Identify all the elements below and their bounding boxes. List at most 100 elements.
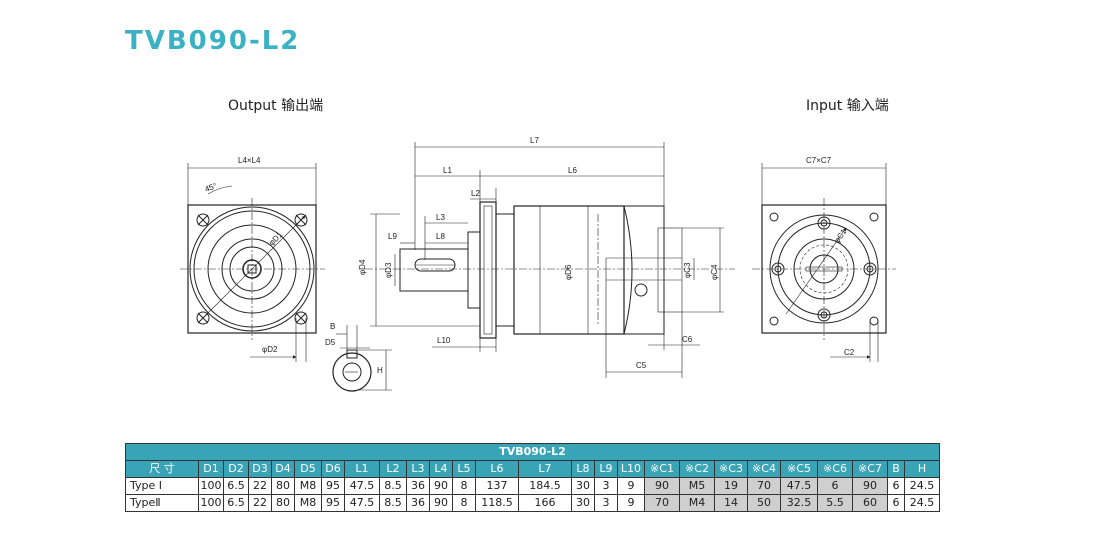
table-header-cell: L4 [429,460,453,478]
row-type-label: Type Ⅰ [125,477,199,495]
table-cell: 6 [817,477,853,495]
table-cell: 166 [518,494,572,512]
table-cell: 90 [852,477,888,495]
technical-drawing: L4×L4 45° φD1 φD2 B D5 H [180,136,896,392]
dim-l9: L9 [388,232,397,241]
input-end-view [752,163,896,362]
page-title: TVB090-L2 [125,26,301,56]
dim-d1: φD1 [267,230,285,248]
row-type-label: TypeⅡ [125,494,199,512]
table-header-cell: L5 [452,460,476,478]
dim-d3: φD3 [384,262,393,278]
table-header-cell: ※C1 [644,460,680,478]
table-cell: 3 [594,477,618,495]
table-cell: M5 [679,477,715,495]
table-cell: 118.5 [475,494,519,512]
dim-h: H [377,366,383,375]
dim-l2: L2 [471,189,480,198]
table-header-cell: ※C2 [679,460,715,478]
table-cell: 22 [248,477,272,495]
dim-d4: φD4 [358,259,367,275]
dim-l7: L7 [530,136,539,145]
table-cell: 30 [571,494,595,512]
dim-l1: L1 [443,166,452,175]
table-cell: 100 [198,494,224,512]
table-cell: 32.5 [780,494,818,512]
dim-c7xc7: C7×C7 [806,156,832,165]
dim-d5: D5 [325,338,336,347]
table-header-cell: L10 [617,460,645,478]
table-caption: TVB090-L2 [125,443,940,461]
dim-c6: C6 [682,335,693,344]
table-cell: 8.5 [379,494,407,512]
table-header-cell: L6 [475,460,519,478]
table-cell: 14 [714,494,748,512]
dim-l6: L6 [568,166,577,175]
table-cell: 24.5 [904,494,940,512]
table-cell: 184.5 [518,477,572,495]
input-view-label: Input 输入端 [806,98,889,114]
table-cell: 90 [429,494,453,512]
table-cell: 9 [617,494,645,512]
dim-l8: L8 [436,232,445,241]
table-header-cell: L1 [344,460,380,478]
dim-l10: L10 [437,336,451,345]
table-header-cell: D3 [248,460,272,478]
table-cell: 50 [747,494,781,512]
table-cell: 22 [248,494,272,512]
table-cell: 6 [887,494,905,512]
table-header-cell: ※C3 [714,460,748,478]
output-end-view [180,163,325,362]
table-cell: 8 [452,477,476,495]
dim-d6: φD6 [564,264,573,280]
table-cell: 95 [321,494,345,512]
dim-b: B [330,322,335,331]
table-cell: 90 [644,477,680,495]
table-header-cell: B [887,460,905,478]
table-cell: 100 [198,477,224,495]
table-cell: 8.5 [379,477,407,495]
shaft-key-detail [332,325,392,392]
table-cell: 5.5 [817,494,853,512]
table-cell: 47.5 [344,477,380,495]
table-cell: 70 [747,477,781,495]
table-header-cell: H [904,460,940,478]
dim-d2: φD2 [262,345,278,354]
table-cell: 36 [406,477,430,495]
table-cell: 36 [406,494,430,512]
table-header-cell: D4 [271,460,295,478]
table-cell: M8 [294,477,322,495]
table-header-cell: L3 [406,460,430,478]
table-header-cell: ※C6 [817,460,853,478]
table-header-cell: ※C5 [780,460,818,478]
table-header-cell: L8 [571,460,595,478]
dim-c5: C5 [636,361,647,370]
table-header-cell: D5 [294,460,322,478]
table-cell: M8 [294,494,322,512]
dim-c3: φC3 [683,262,692,278]
table-cell: 9 [617,477,645,495]
table-header-cell: ※C4 [747,460,781,478]
table-header-cell: D2 [223,460,249,478]
dim-angle: 45° [204,181,218,194]
table-cell: M4 [679,494,715,512]
table-cell: 60 [852,494,888,512]
dim-l3: L3 [436,213,445,222]
table-header-cell: L9 [594,460,618,478]
table-cell: 24.5 [904,477,940,495]
dim-c1: φC1 [832,227,849,245]
table-cell: 47.5 [780,477,818,495]
side-view [365,142,735,378]
table-cell: 80 [271,494,295,512]
dim-c2: C2 [844,348,855,357]
table-cell: 6 [887,477,905,495]
table-cell: 19 [714,477,748,495]
table-cell: 137 [475,477,519,495]
table-cell: 30 [571,477,595,495]
table-header-cell: L2 [379,460,407,478]
table-cell: 90 [429,477,453,495]
table-header-cell: D1 [198,460,224,478]
